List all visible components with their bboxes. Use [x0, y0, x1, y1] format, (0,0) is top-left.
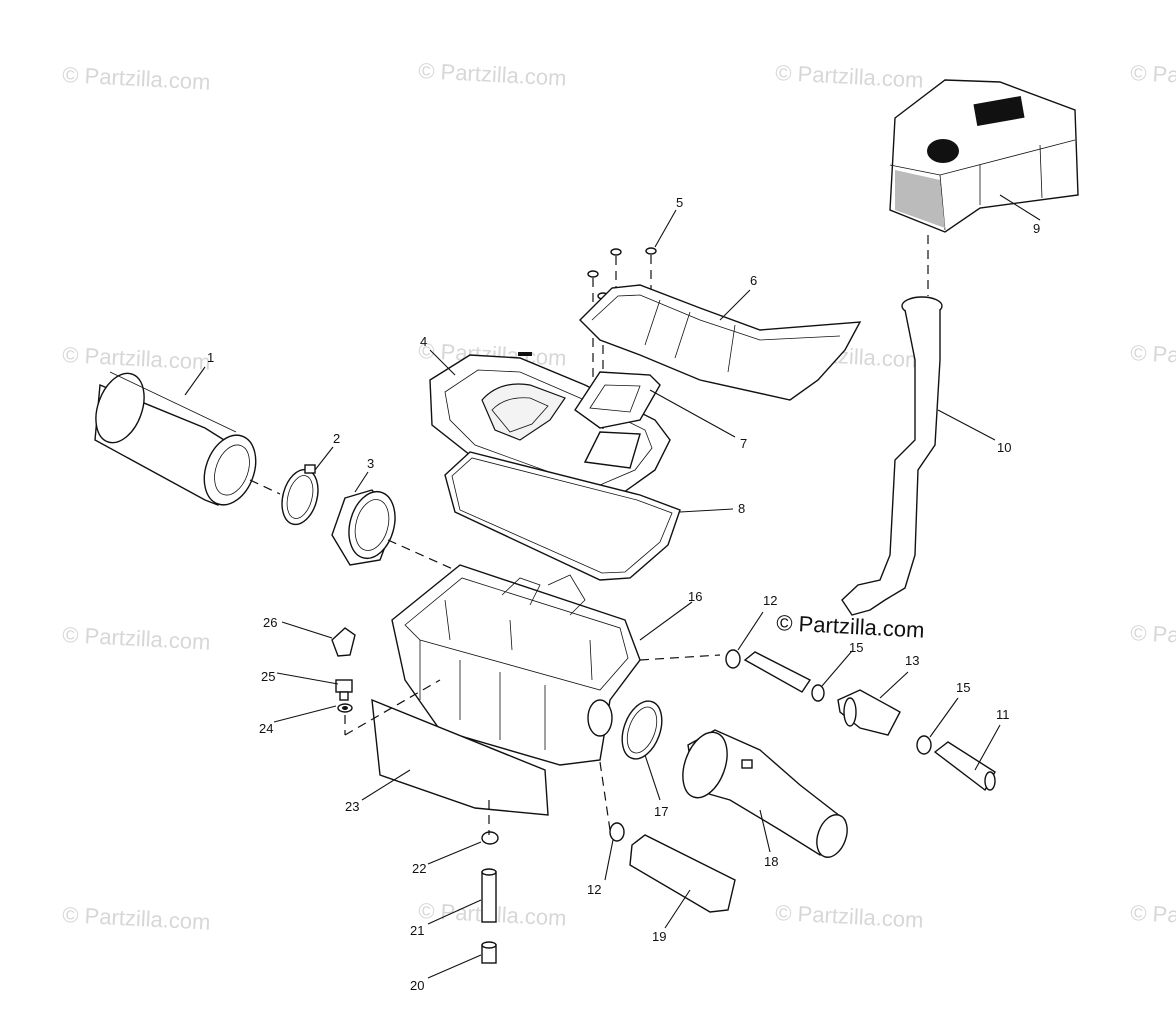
- part-16-airbox: [391, 564, 641, 766]
- leader-lines: [184, 194, 1041, 979]
- callout-15: 15: [849, 640, 863, 655]
- watermark: © Partzilla.com: [62, 342, 211, 375]
- callout-12: 12: [587, 882, 601, 897]
- part-6-duct: [579, 284, 862, 401]
- callout-10: 10: [997, 440, 1011, 455]
- callout-11: 11: [996, 707, 1010, 722]
- part-17-o-ring: [621, 700, 663, 760]
- callout-16: 16: [688, 589, 702, 604]
- part-1-air-filter: [94, 371, 257, 506]
- part-25-bolt: [335, 679, 353, 701]
- part-2-clamp: [281, 464, 319, 526]
- callout-19: 19: [652, 929, 666, 944]
- callout-12: 12: [763, 593, 777, 608]
- callout-20: 20: [410, 978, 424, 993]
- part-3-adapter: [331, 489, 396, 566]
- watermark: © Partzilla.com: [62, 62, 211, 95]
- callout-3: 3: [367, 456, 374, 471]
- part-hose-short: [743, 651, 812, 693]
- part-20-plug: [481, 941, 497, 964]
- watermark: © Partzilla.com: [1130, 60, 1176, 93]
- watermark: © Partzilla.com: [1130, 620, 1176, 653]
- part-7-plate: [574, 371, 661, 469]
- callout-24: 24: [259, 721, 273, 736]
- callout-25: 25: [261, 669, 275, 684]
- callout-2: 2: [333, 431, 340, 446]
- watermark: © Partzilla.com: [1130, 900, 1176, 933]
- watermark: © Partzilla.com: [775, 60, 924, 93]
- part-26-clip: [331, 627, 356, 657]
- part-22-clamp: [481, 831, 499, 845]
- part-15-clamp: [811, 684, 825, 702]
- callout-21: 21: [410, 923, 424, 938]
- part-12-clamp: [725, 649, 741, 669]
- callout-15: 15: [956, 680, 970, 695]
- callout-18: 18: [764, 854, 778, 869]
- part-24-washer: [337, 703, 353, 713]
- part-12-clamp: [609, 822, 625, 842]
- part-19-hose: [629, 834, 736, 913]
- part-21-hose: [481, 868, 497, 923]
- part-15-clamp: [916, 735, 932, 755]
- callout-26: 26: [263, 615, 277, 630]
- part-23-panel: [371, 698, 549, 816]
- assembly-lines: [249, 479, 721, 835]
- callout-7: 7: [740, 436, 747, 451]
- part-13-valve: [837, 689, 901, 736]
- watermark: © Partzilla.com: [62, 902, 211, 935]
- watermark: © Partzilla.com: [1130, 340, 1176, 373]
- callout-labels: 1 2 3 4 5 6 7 8 9 10 11 12 12 13 15 15 1…: [207, 195, 1040, 993]
- part-11-hose: [933, 741, 996, 792]
- callout-22: 22: [412, 861, 426, 876]
- callout-8: 8: [738, 501, 745, 516]
- part-9-foam-filter: [889, 79, 1079, 233]
- callout-6: 6: [750, 273, 757, 288]
- callout-23: 23: [345, 799, 359, 814]
- watermark: © Partzilla.com: [418, 58, 567, 91]
- watermark: © Partzilla.com: [775, 900, 924, 933]
- part-8-gasket: [444, 451, 681, 581]
- callout-5: 5: [676, 195, 683, 210]
- callout-1: 1: [207, 350, 214, 365]
- part-18-intake-boot: [682, 729, 848, 858]
- callout-17: 17: [654, 804, 668, 819]
- callout-9: 9: [1033, 221, 1040, 236]
- callout-13: 13: [905, 653, 919, 668]
- callout-4: 4: [420, 334, 427, 349]
- part-10-vent-tube: [841, 235, 943, 616]
- watermark: © Partzilla.com: [62, 622, 211, 655]
- copyright-banner: © Partzilla.com: [776, 610, 925, 643]
